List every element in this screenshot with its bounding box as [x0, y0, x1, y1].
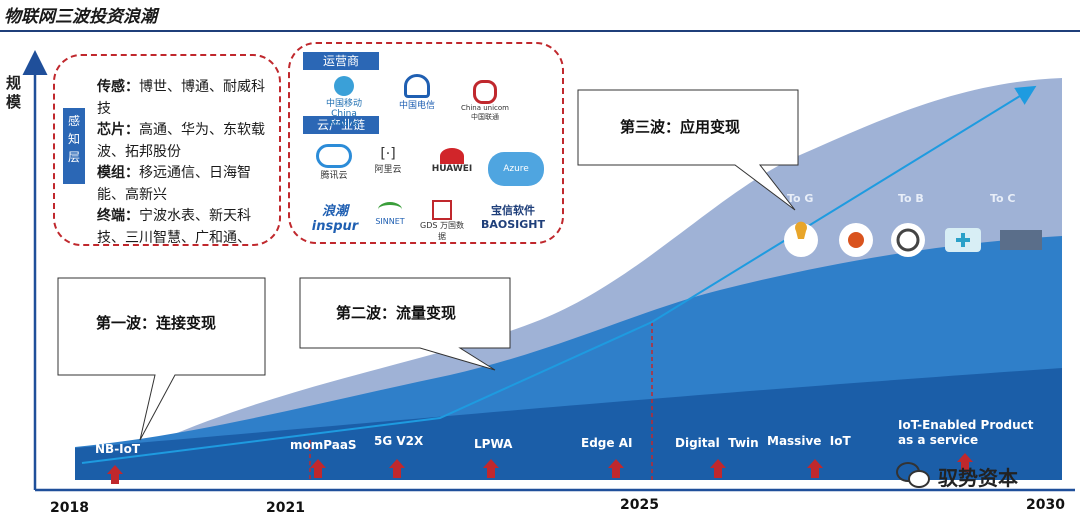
- tech-5g-v2x: 5G V2X: [374, 434, 424, 448]
- segment-to-g: To G: [787, 192, 814, 205]
- segment-icons: [784, 221, 1042, 257]
- china-telecom-logo: 中国电信: [392, 74, 442, 111]
- perception-layer-box: [53, 54, 281, 246]
- up-arrow-4: [483, 459, 499, 478]
- y-axis-label: 规模: [6, 74, 22, 111]
- tech-lpwa: LPWA: [474, 437, 513, 451]
- operators-tag: 运营商: [303, 52, 379, 70]
- wechat-icon: [896, 460, 930, 488]
- up-arrow-2: [310, 459, 326, 478]
- area-dark: [75, 368, 1062, 480]
- up-arrow-5: [608, 459, 624, 478]
- tech-iot-product-service: IoT-Enabled Product as a service: [898, 418, 1034, 447]
- page-title: 物联网三波投资浪潮: [4, 7, 157, 27]
- up-arrow-6: [710, 459, 726, 478]
- tech-edge-ai: Edge AI: [581, 436, 633, 450]
- callout-wave2: [299, 277, 511, 371]
- perception-item: 模组：移远通信、日海智能、高新兴: [97, 165, 251, 203]
- perception-list: 传感：博世、博通、耐威科技 芯片：高通、华为、东软载波、拓邦股份 模组：移远通信…: [97, 77, 272, 249]
- up-arrow-7: [807, 459, 823, 478]
- callout-wave3: [577, 89, 799, 211]
- aliyun-logo: [·] 阿里云: [374, 146, 402, 175]
- cloud-chain-tag: 云产业链: [303, 116, 379, 134]
- tech-nb-iot: NB-IoT: [95, 442, 141, 456]
- title-underline: [0, 30, 1080, 32]
- tech-mompaas: momPaaS: [290, 438, 357, 452]
- segment-to-c: To C: [990, 192, 1016, 205]
- azure-logo: Azure: [488, 152, 544, 186]
- perception-item: 芯片：高通、华为、东软载波、拓邦股份: [97, 122, 265, 160]
- segment-to-b: To B: [898, 192, 924, 205]
- up-arrow-1: [107, 465, 123, 484]
- wave2-label: 第二波：流量变现: [336, 304, 457, 322]
- tech-massive-iot: Massive IoT: [767, 434, 851, 448]
- red-arrows: [107, 453, 973, 484]
- bulb-icon: [784, 223, 818, 257]
- truck-icon: [1000, 230, 1042, 250]
- inspur-logo: 浪潮 inspur: [311, 204, 359, 234]
- year-2018: 2018: [50, 500, 89, 516]
- china-mobile-logo: 中国移动 China Mobile: [318, 76, 370, 129]
- year-2021: 2021: [266, 500, 305, 516]
- trend-arrow: [81, 85, 1037, 464]
- steering-wheel-icon: [891, 223, 925, 257]
- wave3-label: 第三波：应用变现: [620, 118, 741, 136]
- wave1-label: 第一波：连接变现: [96, 314, 217, 332]
- perception-item: 终端：宁波水表、新天科技、三川智慧、广和通、: [97, 208, 251, 246]
- huawei-logo: HUAWEI: [428, 148, 476, 174]
- up-arrow-8: [957, 453, 973, 472]
- sinnet-logo: SINNET: [368, 202, 412, 226]
- tencent-cloud-logo: 腾讯云: [312, 144, 356, 181]
- callout-wave1: [57, 277, 266, 441]
- watermark: 驭势资本: [938, 466, 1018, 490]
- gds-logo: GDS 万国数据: [418, 200, 466, 242]
- tech-digital-twin: Digital Twin: [675, 436, 759, 450]
- perception-item: 传感：博世、博通、耐威科技: [97, 79, 265, 117]
- operators-cloud-box: [288, 42, 564, 244]
- up-arrow-3: [389, 459, 405, 478]
- perception-layer-tag: 感知层: [63, 108, 85, 184]
- year-2025: 2025: [620, 497, 659, 513]
- baosight-logo: 宝信软件 BAOSIGHT: [480, 204, 545, 231]
- china-unicom-logo: China unicom中国联通: [458, 80, 512, 122]
- year-2030: 2030: [1026, 497, 1065, 513]
